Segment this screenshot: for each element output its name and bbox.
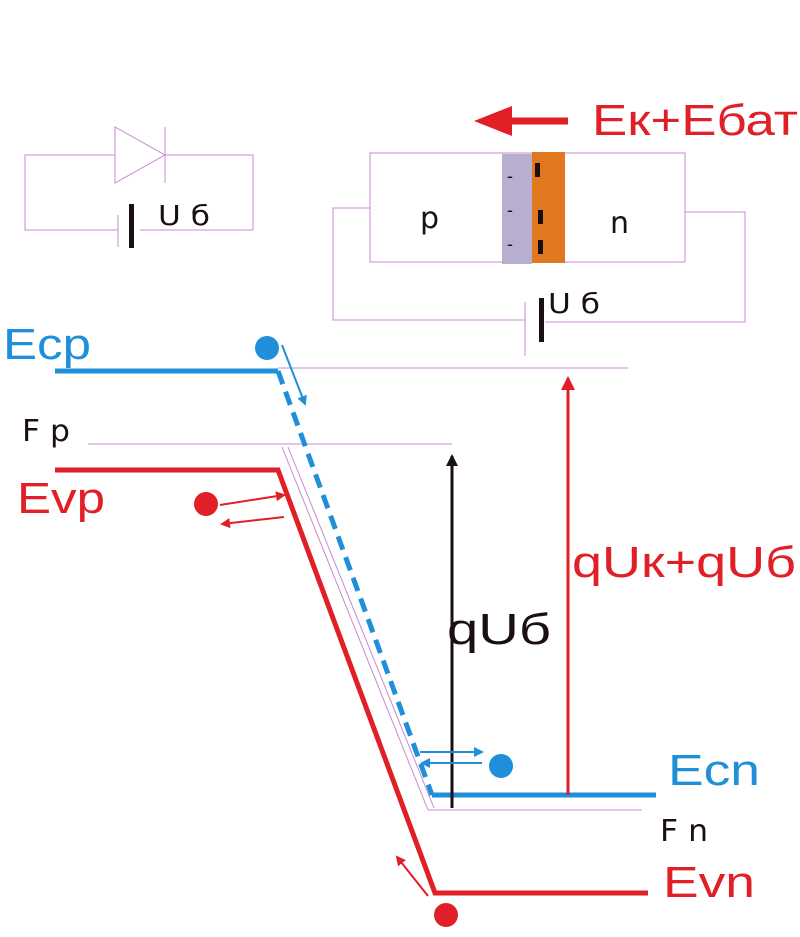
donor-ion (535, 163, 540, 177)
depletion-region-p (502, 154, 532, 264)
diode-circuit: U б (24, 126, 254, 248)
junction-wire (545, 211, 746, 323)
evp-label: Evp (17, 474, 105, 523)
junction-wire (332, 207, 525, 321)
pn-junction: - - - p n U б (332, 152, 746, 356)
ecp-label: Ecp (3, 320, 91, 369)
minus-sign: - (507, 166, 513, 186)
battery-label: U б (158, 199, 210, 232)
field-label: Ек+Ебат (592, 96, 798, 145)
p-region-label: p (420, 201, 439, 236)
fermi-bend (287, 446, 435, 809)
diode-icon (114, 126, 167, 184)
hole-arrow-left (220, 516, 285, 529)
fp-label: F p (22, 414, 70, 449)
n-region-label: n (610, 206, 629, 241)
qub-label: qUб (447, 605, 551, 654)
hole-arrow-right (219, 491, 286, 506)
battery-icon (117, 204, 134, 248)
battery-icon (524, 298, 544, 356)
field-arrow-head (474, 106, 512, 136)
fn-label: F n (660, 814, 708, 849)
donor-ion (538, 240, 543, 254)
fermi-bend (281, 446, 429, 811)
electron-p (255, 336, 279, 360)
electron-drift-arrow (281, 344, 307, 406)
hole-drift-arrow (395, 855, 429, 897)
conduction-band-bend (275, 370, 435, 796)
hole-p (194, 492, 218, 516)
evn-label: Evn (663, 858, 755, 907)
minus-sign: - (507, 234, 513, 254)
ecn-label: Ecn (668, 746, 760, 795)
circuit-wire (140, 154, 254, 231)
circuit-wire (24, 154, 118, 231)
field-direction: Ек+Ебат (474, 96, 798, 145)
hole-n (434, 903, 458, 927)
valence-band (55, 467, 648, 896)
donor-ion (538, 210, 543, 224)
quk-qub-label: qUк+qUб (572, 538, 796, 587)
minus-sign: - (507, 200, 513, 220)
electron-n (489, 754, 513, 778)
junction-battery-label: U б (548, 287, 600, 320)
